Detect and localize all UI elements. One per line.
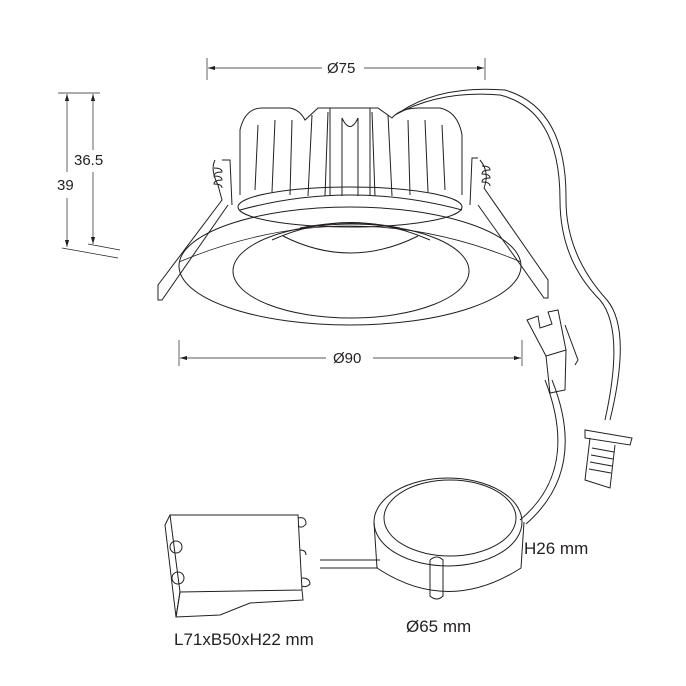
body-height-label: 36.5 — [74, 152, 104, 169]
dim-top-diameter — [206, 58, 486, 80]
dim-trim-diameter — [178, 340, 523, 366]
dim-heights — [58, 92, 121, 259]
driver-height-label: H26 mm — [524, 539, 589, 558]
trim-ring — [178, 186, 522, 326]
connector-male — [584, 429, 633, 489]
terminal-box — [164, 514, 311, 618]
total-height-label: 39 — [57, 177, 74, 194]
connector-female — [526, 309, 579, 394]
terminal-box-size-label: L71xB50xH22 mm — [174, 630, 314, 649]
trim-diameter-label: Ø90 — [333, 350, 362, 367]
heatsink — [239, 107, 463, 197]
cable — [320, 88, 621, 569]
top-diameter-label: Ø75 — [327, 60, 356, 77]
spring-clip-left — [157, 159, 233, 301]
spring-clip-right — [469, 157, 549, 299]
driver — [373, 477, 525, 600]
driver-diameter-label: Ø65 mm — [406, 617, 472, 636]
